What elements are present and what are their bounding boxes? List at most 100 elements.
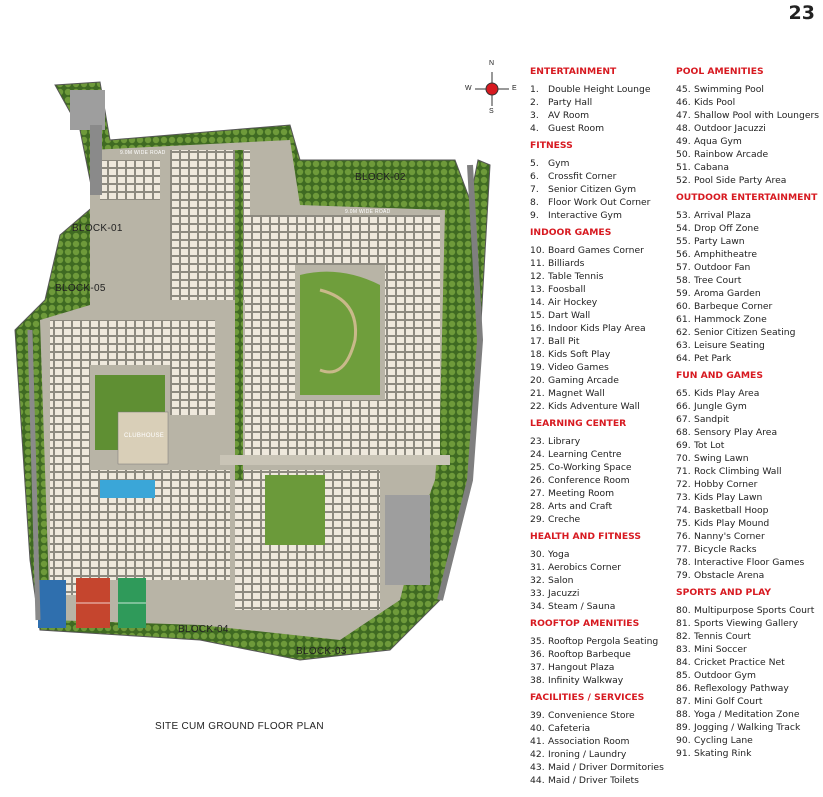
legend-item: 70.Swing Lawn: [676, 452, 821, 465]
legend-item: 47.Shallow Pool with Loungers: [676, 109, 821, 122]
legend-item-number: 76.: [676, 531, 691, 542]
legend-item-label: AV Room: [548, 110, 590, 121]
legend-item-number: 50.: [676, 149, 691, 160]
legend-item-number: 18.: [530, 349, 545, 360]
legend-item-number: 36.: [530, 649, 545, 660]
legend-item-number: 6.: [530, 171, 539, 182]
legend-item-number: 23.: [530, 436, 545, 447]
compass-e: E: [512, 85, 517, 92]
legend-item-label: Maid / Driver Toilets: [548, 775, 639, 786]
legend-item-label: Magnet Wall: [548, 388, 605, 399]
legend-item-number: 20.: [530, 375, 545, 386]
legend-item-number: 64.: [676, 353, 691, 364]
legend-item-label: Nanny's Corner: [694, 531, 765, 542]
legend-item: 62.Senior Citizen Seating: [676, 326, 821, 339]
legend-item: 59.Aroma Garden: [676, 287, 821, 300]
legend-item: 86.Reflexology Pathway: [676, 682, 821, 695]
legend-item-number: 30.: [530, 549, 545, 560]
legend-item-label: Arrival Plaza: [694, 210, 751, 221]
legend-item: 75.Kids Play Mound: [676, 517, 821, 530]
legend-item: 66.Jungle Gym: [676, 400, 821, 413]
legend-heading: FUN AND GAMES: [676, 370, 763, 381]
legend-item-number: 53.: [676, 210, 691, 221]
legend-item-label: Basketball Hoop: [694, 505, 769, 516]
legend-item-number: 12.: [530, 271, 545, 282]
compass-s: S: [489, 108, 494, 115]
legend-item: 89.Jogging / Walking Track: [676, 721, 821, 734]
legend-item-label: Co-Working Space: [548, 462, 632, 473]
legend-item: 56.Amphitheatre: [676, 248, 821, 261]
legend-item-label: Leisure Seating: [694, 340, 765, 351]
legend-item-number: 68.: [676, 427, 691, 438]
basketball-court: [38, 580, 66, 628]
legend-item-number: 72.: [676, 479, 691, 490]
clubhouse-label: CLUBHOUSE: [124, 433, 165, 439]
legend-item-label: Kids Adventure Wall: [548, 401, 640, 412]
legend-item: 22.Kids Adventure Wall: [530, 400, 672, 413]
legend-item: 34.Steam / Sauna: [530, 600, 672, 613]
legend-item: 7.Senior Citizen Gym: [530, 183, 672, 196]
legend-heading: HEALTH AND FITNESS: [530, 531, 641, 542]
legend-item: 57.Outdoor Fan: [676, 261, 821, 274]
legend-item-label: Maid / Driver Dormitories: [548, 762, 664, 773]
legend-item-number: 56.: [676, 249, 691, 260]
legend-item-label: Swing Lawn: [694, 453, 749, 464]
legend-item: 41.Association Room: [530, 735, 672, 748]
legend-item-number: 15.: [530, 310, 545, 321]
legend-item-label: Air Hockey: [548, 297, 598, 308]
legend-item-label: Pool Side Party Area: [694, 175, 787, 186]
legend-item-label: Interactive Floor Games: [694, 557, 805, 568]
legend-item-number: 55.: [676, 236, 691, 247]
legend-item: 88.Yoga / Meditation Zone: [676, 708, 821, 721]
legend-item: 81.Sports Viewing Gallery: [676, 617, 821, 630]
legend-item-number: 7.: [530, 184, 539, 195]
legend-item: 32.Salon: [530, 574, 672, 587]
legend-item-label: Kids Play Lawn: [694, 492, 763, 503]
legend-item: 21.Magnet Wall: [530, 387, 672, 400]
legend-item-number: 2.: [530, 97, 539, 108]
legend-item-number: 49.: [676, 136, 691, 147]
legend-item-number: 41.: [530, 736, 545, 747]
legend-item-number: 79.: [676, 570, 691, 581]
legend-item-label: Video Games: [548, 362, 609, 373]
legend-item: 1.Double Height Lounge: [530, 83, 672, 96]
legend-item: 82.Tennis Court: [676, 630, 821, 643]
legend-item-number: 45.: [676, 84, 691, 95]
legend-item-label: Outdoor Gym: [694, 670, 756, 681]
legend-item-number: 1.: [530, 84, 539, 95]
legend-item-label: Multipurpose Sports Court: [694, 605, 815, 616]
legend-heading: POOL AMENITIES: [676, 66, 764, 77]
legend-item-label: Creche: [548, 514, 581, 525]
legend-item-label: Sandpit: [694, 414, 730, 425]
legend-item-number: 3.: [530, 110, 539, 121]
legend-item-label: Kids Soft Play: [548, 349, 611, 360]
legend-item-number: 32.: [530, 575, 545, 586]
compass-w: W: [465, 85, 472, 92]
legend-item-label: Cricket Practice Net: [694, 657, 785, 668]
legend-item-number: 77.: [676, 544, 691, 555]
legend-item-number: 27.: [530, 488, 545, 499]
legend-item-number: 85.: [676, 670, 691, 681]
legend-item-label: Skating Rink: [694, 748, 752, 759]
legend-item: 72.Hobby Corner: [676, 478, 821, 491]
legend-item-number: 37.: [530, 662, 545, 673]
legend-item: 18.Kids Soft Play: [530, 348, 672, 361]
legend-item-label: Hangout Plaza: [548, 662, 615, 673]
legend-item: 17.Ball Pit: [530, 335, 672, 348]
road-label: 9.0M WIDE ROAD: [120, 150, 166, 156]
legend-item: 71.Rock Climbing Wall: [676, 465, 821, 478]
legend-item-label: Tennis Court: [694, 631, 751, 642]
legend-item: 80.Multipurpose Sports Court: [676, 604, 821, 617]
compass-n: N: [489, 60, 495, 67]
legend-item: 87.Mini Golf Court: [676, 695, 821, 708]
legend-item: 27.Meeting Room: [530, 487, 672, 500]
legend-heading: INDOOR GAMES: [530, 227, 612, 238]
legend-item: 13.Foosball: [530, 283, 672, 296]
